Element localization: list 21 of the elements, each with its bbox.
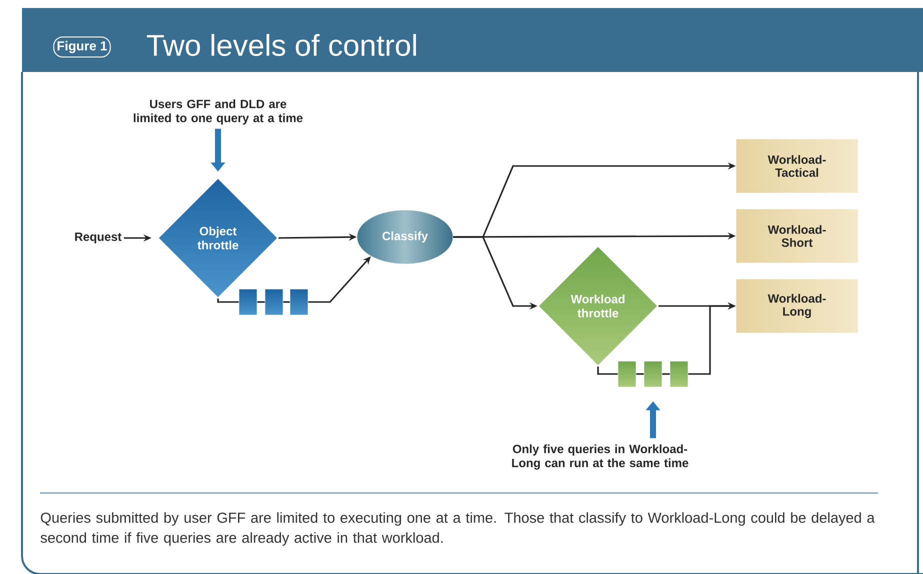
queue-box	[290, 288, 308, 316]
note-text: Users GFF and DLD are limited to one query at a time	[134, 99, 303, 125]
workload-box: Workload-Tactical	[736, 138, 858, 194]
caption: Queries submitted by user GFF are limited to executing one at a time. Those that classify to Workload-Long could be delayed a second time if five queries are already active in that workload.	[40, 512, 875, 546]
title: Two levels of control	[146, 34, 416, 56]
figure-badge: Figure 1	[53, 36, 111, 58]
queue-box	[618, 360, 636, 388]
connector-line	[662, 373, 670, 375]
note-text: Only five queries in Workload-Long can run at the same time	[512, 444, 688, 470]
queue-box	[264, 288, 284, 316]
queue-box	[670, 360, 688, 388]
workload-box: Workload-Short	[736, 208, 858, 264]
connector-line	[283, 301, 290, 303]
request-label: Request	[75, 232, 122, 244]
workload-box: Workload-Long	[736, 278, 858, 334]
queue-box	[644, 360, 662, 388]
connector-line	[257, 301, 265, 303]
connector-line	[636, 373, 644, 375]
connector-line	[217, 298, 239, 303]
connector-line	[597, 366, 618, 375]
queue-box	[238, 288, 258, 316]
